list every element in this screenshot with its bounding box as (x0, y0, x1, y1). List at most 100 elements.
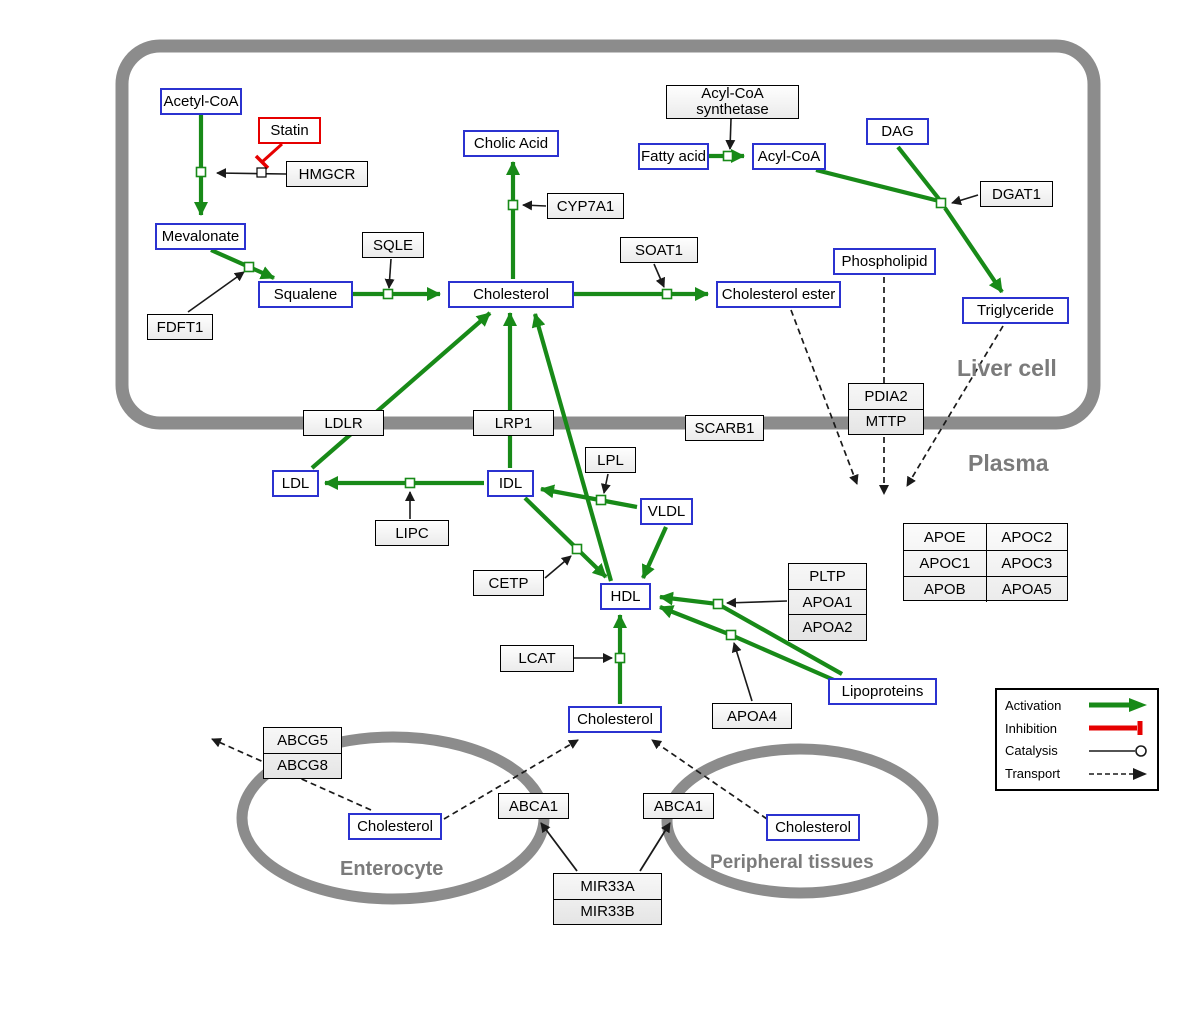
node-triglyceride[interactable]: Triglyceride (962, 297, 1069, 324)
edge-acyl-coa-to-junction (815, 167, 940, 204)
edge-hdl-to-cholesterol (531, 313, 614, 582)
arrow-mir33-to-abca1-peripheral (639, 822, 671, 872)
node-mir33a[interactable]: MIR33A (580, 877, 635, 895)
node-apoa4[interactable]: APOA4 (712, 703, 792, 729)
catalysis-sqle (384, 258, 395, 289)
edge-vldl-to-idl (540, 484, 638, 510)
catalysis-circle-icon (1089, 745, 1147, 757)
node-abcg5[interactable]: ABCG5 (277, 731, 328, 749)
node-soat1[interactable]: SOAT1 (620, 237, 698, 263)
edge-ldl-to-cholesterol-via-ldlr (310, 311, 492, 470)
node-apoc2[interactable]: APOC2 (985, 524, 1068, 550)
apolipoprotein-table: APOE APOC2 APOC1 APOC3 APOB APOA5 (903, 523, 1068, 602)
legend-activation-label: Activation (1005, 697, 1062, 713)
arrow-mir33-to-abca1-enterocyte (540, 822, 578, 872)
catalysis-cetp (544, 555, 572, 579)
node-apoc1[interactable]: APOC1 (904, 550, 986, 576)
node-scarb1[interactable]: SCARB1 (685, 415, 764, 441)
inhibition-tbar-icon (1089, 721, 1143, 736)
enterocyte-label: Enterocyte (340, 858, 444, 880)
node-fdft1[interactable]: FDFT1 (147, 314, 213, 340)
transport-cholesterol-enterocyte-to-plasma (443, 739, 579, 820)
node-apoa2[interactable]: APOA2 (789, 614, 866, 640)
node-lpl[interactable]: LPL (585, 447, 636, 473)
legend-catalysis-label: Catalysis (1005, 743, 1058, 759)
node-apoa5[interactable]: APOA5 (985, 576, 1067, 602)
node-abca1-enterocyte[interactable]: ABCA1 (498, 793, 569, 819)
node-abcg8[interactable]: ABCG8 (264, 752, 341, 779)
node-apoa1[interactable]: APOA1 (789, 588, 866, 615)
node-acyl-coa[interactable]: Acyl-CoA (752, 143, 826, 170)
liver-cell-membrane (115, 39, 1101, 430)
node-acetyl-coa[interactable]: Acetyl-CoA (160, 88, 242, 115)
transport-cholesterol-ester (790, 309, 859, 485)
edge-mevalonate-to-squalene (210, 248, 275, 280)
reaction-squares (195, 150, 947, 664)
node-ldlr[interactable]: LDLR (303, 410, 384, 436)
node-hmgcr[interactable]: HMGCR (286, 161, 368, 187)
catalysis-lpl (600, 473, 611, 494)
transport-triglyceride (906, 325, 1004, 487)
node-fatty-acid[interactable]: Fatty acid (638, 143, 709, 170)
node-mir33-stack: MIR33A MIR33B (553, 873, 662, 925)
transport-dashed-arrow-icon (1089, 767, 1147, 780)
legend: Activation Inhibition Catalysis Transpor… (995, 688, 1159, 791)
catalysis-apoa4 (731, 642, 753, 702)
node-cholesterol-peripheral[interactable]: Cholesterol (766, 814, 860, 841)
node-apoc3[interactable]: APOC3 (985, 550, 1067, 576)
node-cholesterol-ester[interactable]: Cholesterol ester (716, 281, 841, 308)
edge-idl-to-hdl-cetp (523, 496, 608, 579)
node-abcg-stack: ABCG5 ABCG8 (263, 727, 342, 779)
node-squalene[interactable]: Squalene (258, 281, 353, 308)
catalysis-port-square (256, 167, 267, 178)
node-hdl[interactable]: HDL (600, 583, 651, 610)
node-cholesterol-plasma[interactable]: Cholesterol (568, 706, 662, 733)
inhibition-statin-tbar (254, 154, 270, 170)
legend-inhibition-label: Inhibition (1005, 720, 1058, 736)
node-apob[interactable]: APOB (904, 576, 986, 602)
node-cholic-acid[interactable]: Cholic Acid (463, 130, 559, 157)
node-cetp[interactable]: CETP (473, 570, 544, 596)
node-dag[interactable]: DAG (866, 118, 929, 145)
legend-transport-label: Transport (1005, 766, 1061, 782)
peripheral-tissues-label: Peripheral tissues (710, 852, 874, 873)
node-mttp[interactable]: MTTP (849, 408, 923, 435)
node-acyl-coa-synthetase[interactable]: Acyl-CoA synthetase (666, 85, 799, 119)
node-phospholipid[interactable]: Phospholipid (833, 248, 936, 275)
transport-cholesterol-peripheral-to-plasma (651, 739, 768, 820)
node-dgat1[interactable]: DGAT1 (980, 181, 1053, 207)
node-abca1-peripheral[interactable]: ABCA1 (643, 793, 714, 819)
activation-arrow-icon (1089, 698, 1147, 713)
catalysis-hmgcr (216, 168, 287, 179)
catalysis-cyp7a1 (522, 200, 547, 211)
catalysis-dgat1 (951, 194, 979, 206)
node-cholesterol-liver[interactable]: Cholesterol (448, 281, 574, 308)
legend-row-catalysis: Catalysis (1005, 740, 1149, 762)
node-cholesterol-enterocyte[interactable]: Cholesterol (348, 813, 442, 840)
node-mevalonate[interactable]: Mevalonate (155, 223, 246, 250)
inhibition-statin-line (260, 142, 284, 164)
node-lipc[interactable]: LIPC (375, 520, 449, 546)
catalysis-fdft1 (187, 271, 245, 313)
node-vldl[interactable]: VLDL (640, 498, 693, 525)
node-apoe[interactable]: APOE (923, 528, 966, 546)
legend-row-activation: Activation (1005, 694, 1149, 716)
node-lcat[interactable]: LCAT (500, 645, 574, 672)
node-lrp1[interactable]: LRP1 (473, 410, 554, 436)
plasma-label: Plasma (968, 450, 1049, 476)
edge-vldl-to-hdl (641, 526, 668, 579)
node-cyp7a1[interactable]: CYP7A1 (547, 193, 624, 219)
node-mir33b[interactable]: MIR33B (554, 898, 661, 925)
catalysis-soat1 (653, 263, 665, 288)
node-ldl[interactable]: LDL (272, 470, 319, 497)
node-pdia2[interactable]: PDIA2 (864, 387, 908, 405)
node-pltp[interactable]: PLTP (809, 567, 846, 585)
node-statin[interactable]: Statin (258, 117, 321, 144)
peripheral-tissues-membrane (661, 743, 939, 899)
node-lipoproteins[interactable]: Lipoproteins (828, 678, 937, 705)
edge-dag-to-junction (896, 145, 941, 201)
node-idl[interactable]: IDL (487, 470, 534, 497)
node-sqle[interactable]: SQLE (362, 232, 424, 258)
